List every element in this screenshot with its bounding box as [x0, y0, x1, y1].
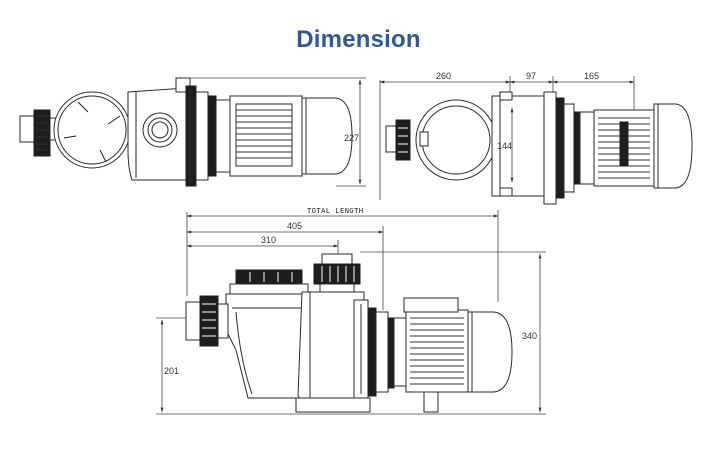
- dim-405-label: 405: [287, 221, 302, 231]
- top-view-right: 260 97 165 144: [379, 71, 693, 205]
- dim-340-label: 340: [522, 331, 537, 341]
- dim-165-label: 165: [584, 71, 599, 81]
- dim-201-label: 201: [164, 366, 179, 376]
- dim-97-label: 97: [526, 71, 536, 81]
- total-length-label: TOTAL LENGTH: [307, 207, 364, 215]
- dim-227-label: 227: [344, 133, 359, 143]
- page-title: Dimension: [296, 26, 421, 53]
- dim-144-label: 144: [497, 141, 512, 151]
- dim-310-label: 310: [261, 235, 276, 245]
- top-view-left: 227: [19, 77, 366, 187]
- side-view: TOTAL LENGTH 405 310 340 201: [156, 207, 546, 415]
- dim-260-label: 260: [436, 71, 451, 81]
